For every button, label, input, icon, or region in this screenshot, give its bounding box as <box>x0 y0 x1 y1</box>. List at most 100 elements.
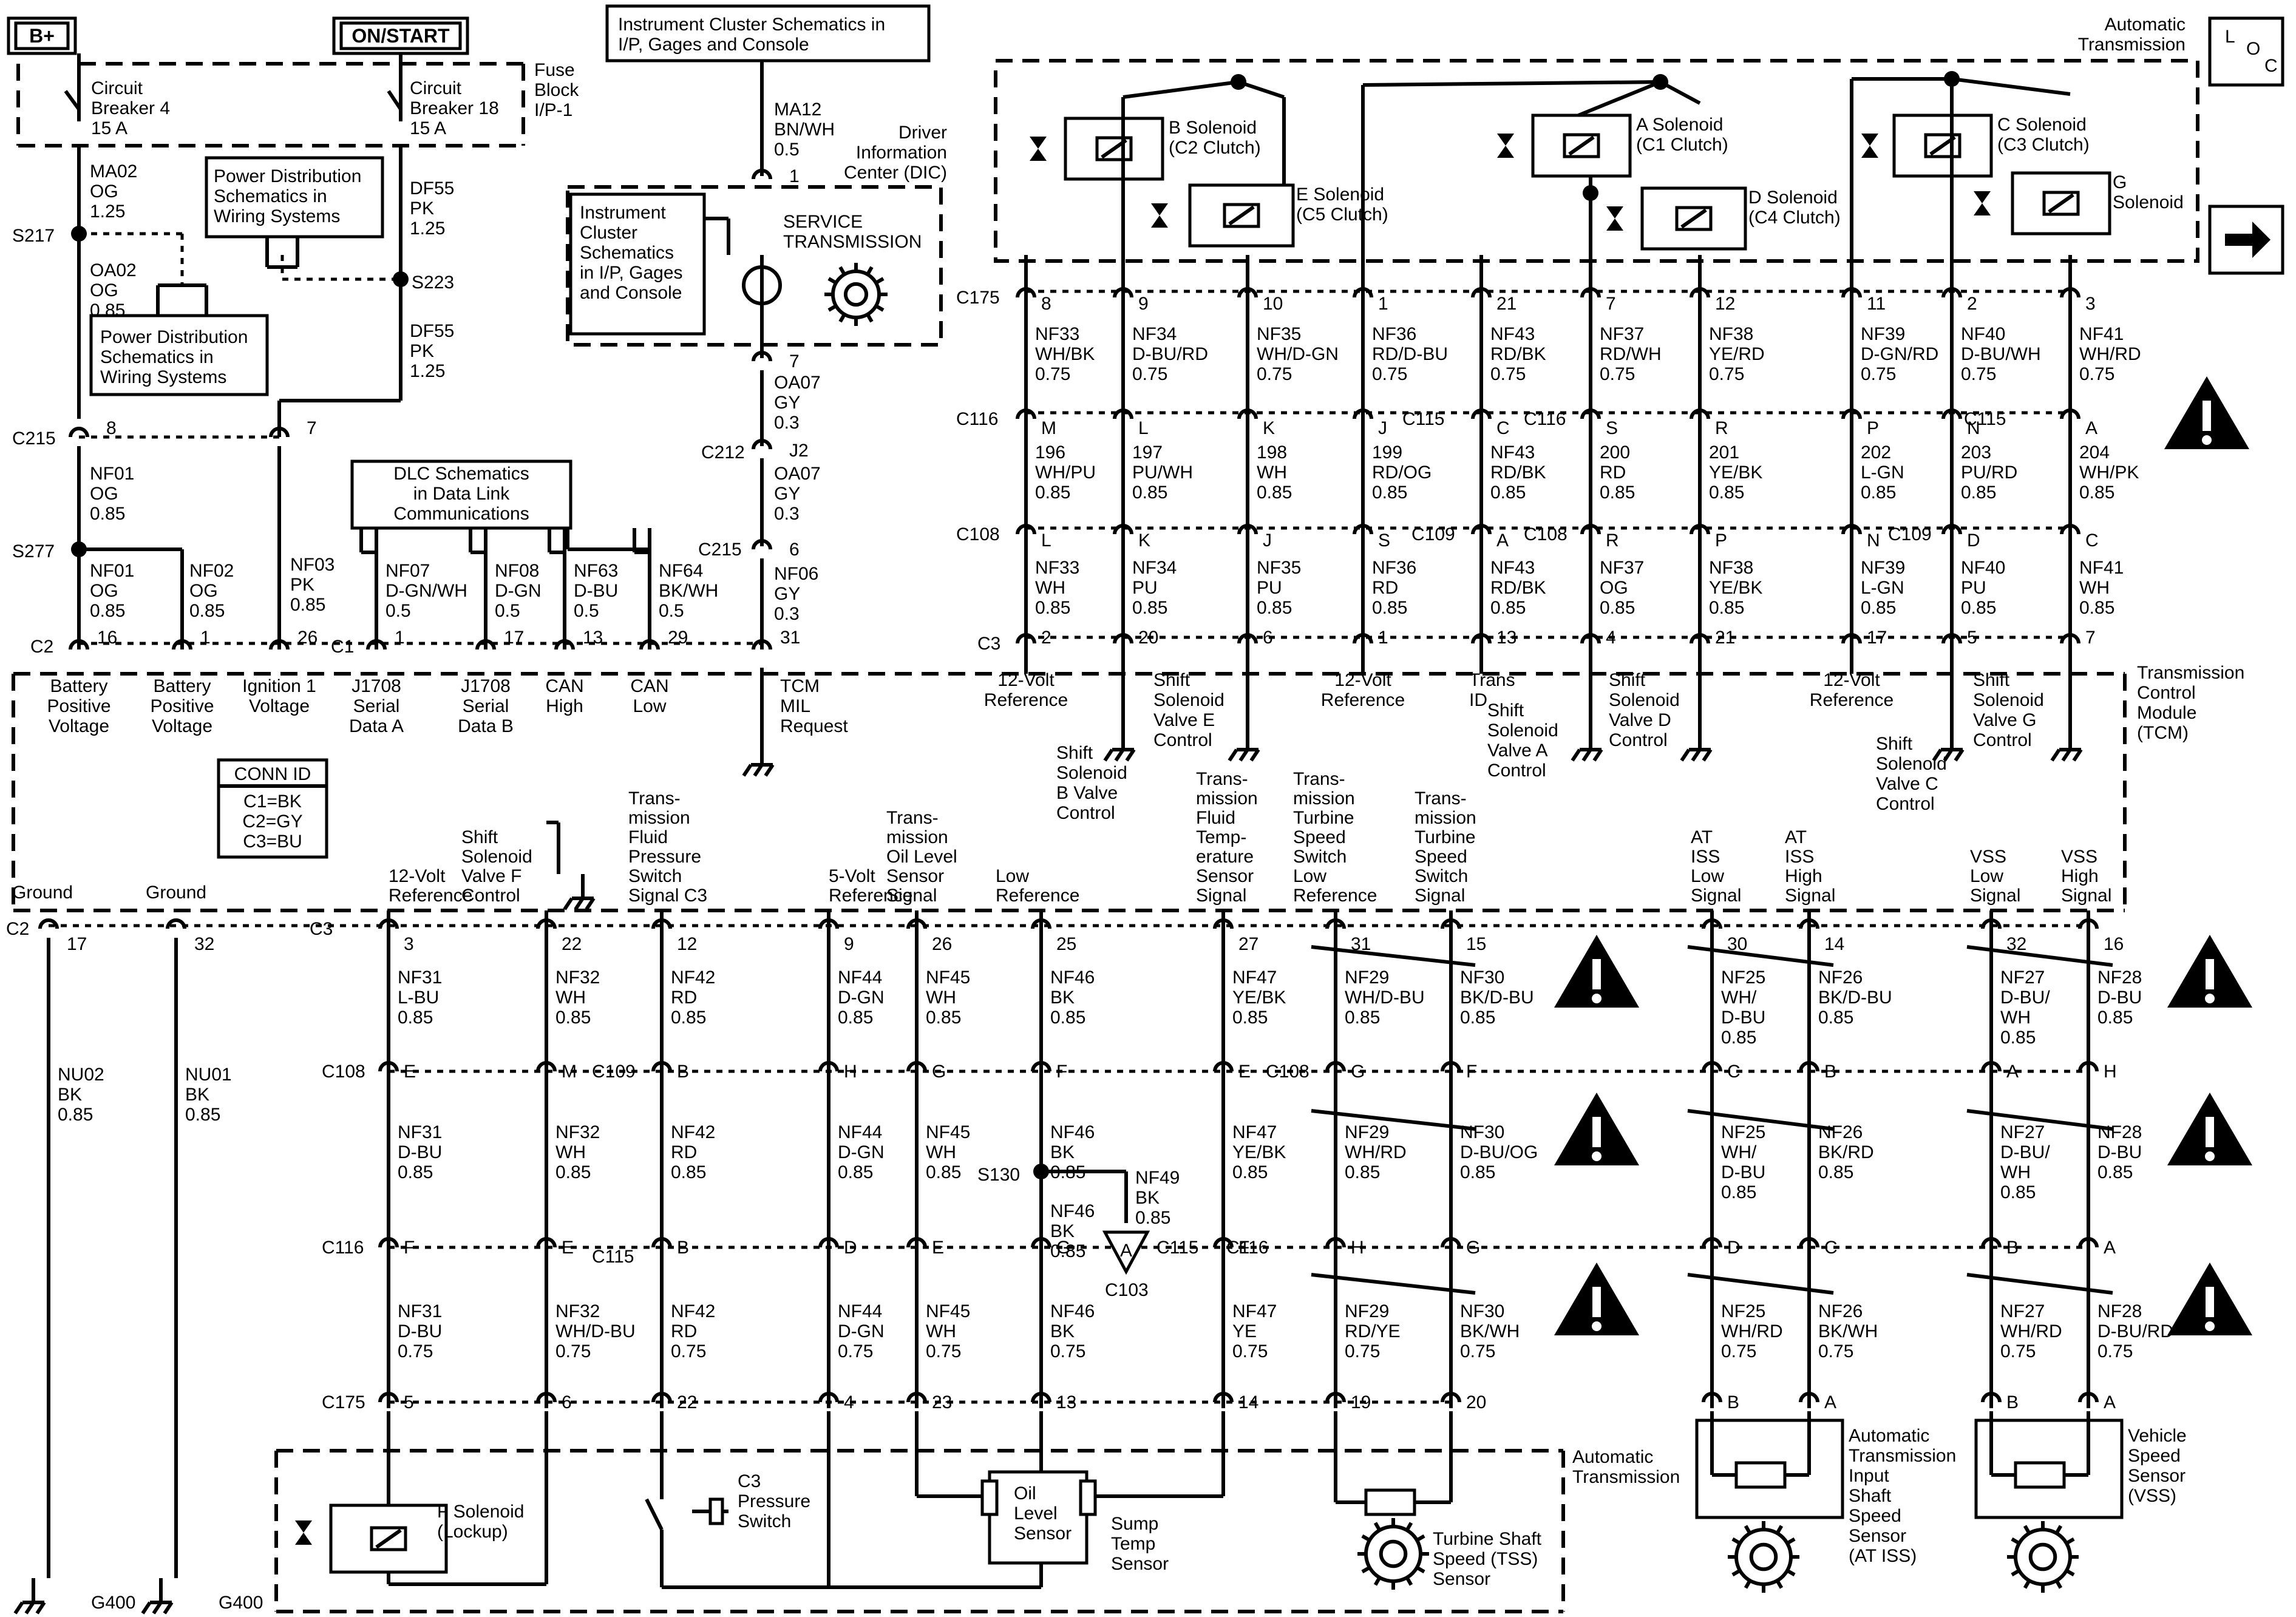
c175-label-top: C175 <box>956 288 1000 308</box>
ground-icon <box>1680 748 1691 762</box>
gear-icon <box>1775 1525 1784 1534</box>
loc-l: L <box>2225 27 2235 47</box>
pin-label: S <box>1378 531 1390 551</box>
pin-label: G <box>932 1062 946 1082</box>
ground-icon <box>152 1601 163 1615</box>
twisted-pair-icon <box>1687 1109 1834 1131</box>
valve-icon <box>1030 149 1047 161</box>
pin-label: A <box>2104 1238 2116 1258</box>
pin-label: 20 <box>1138 628 1158 648</box>
on-start-inner <box>339 21 462 50</box>
ground-icon <box>742 764 753 777</box>
pin-label: M <box>562 1062 577 1082</box>
gear-icon <box>2011 1537 2020 1545</box>
arrow-right-icon <box>2225 222 2271 258</box>
pin-label: 2 <box>1967 294 1977 314</box>
ground-icon <box>1114 748 1125 762</box>
pin-label: 6 <box>1263 628 1273 648</box>
splice <box>1583 185 1598 201</box>
pin-label: 3 <box>2085 294 2096 314</box>
caution-icon <box>2167 1263 2252 1335</box>
power-distribution-box-2 <box>89 314 269 396</box>
gear-icon <box>875 304 885 312</box>
pin-label: F <box>1466 1062 1477 1082</box>
gear-icon <box>1416 1565 1425 1574</box>
caution-icon <box>2167 1093 2252 1165</box>
twisted-pair-icon <box>1687 1273 1834 1295</box>
pin-label: 2 <box>1041 628 1051 648</box>
gear-icon <box>1379 1539 1408 1568</box>
pin-label: 5 <box>1967 628 1977 648</box>
gear-icon <box>1786 1537 1796 1545</box>
valve-icon <box>1606 219 1623 231</box>
pin-label: E <box>404 1062 416 1082</box>
gear-icon <box>2065 1537 2075 1545</box>
pin-label: 13 <box>1496 628 1517 648</box>
valve-icon <box>1497 146 1514 158</box>
b-plus-label: B+ <box>29 25 55 47</box>
pin-label: B <box>1727 1392 1739 1412</box>
solenoid-b-label: B Solenoid(C2 Clutch) <box>1169 118 1261 158</box>
ground-icon <box>163 1601 174 1615</box>
pin-label: 20 <box>1466 1392 1486 1412</box>
gear-icon <box>1405 1522 1413 1531</box>
ground-icon <box>1954 748 1965 762</box>
pin-label: E <box>932 1238 944 1258</box>
pin-label: 27 <box>1238 934 1258 954</box>
ground-label-1: Ground <box>12 883 73 903</box>
ground-icon <box>585 897 596 910</box>
pin-label: 21 <box>1496 294 1517 314</box>
c109-label-b: C109 <box>1888 524 1932 544</box>
valve-icon <box>1974 191 1991 203</box>
pin-label: C <box>1824 1238 1838 1258</box>
gear-icon <box>1373 1576 1382 1586</box>
ground-icon <box>1691 748 1702 762</box>
gear-icon <box>875 277 885 285</box>
ground-icon <box>563 897 574 910</box>
pin-label: A <box>2006 1062 2019 1082</box>
c116-label-bottom-2: C116 <box>1226 1238 1269 1258</box>
loc-c: C <box>2264 56 2278 76</box>
vss-sensor-icon <box>2014 1461 2066 1489</box>
gear-icon <box>1744 1579 1752 1589</box>
pin-label: 7 <box>1606 294 1616 314</box>
valve-icon <box>295 1520 312 1533</box>
pin-label: E <box>1238 1062 1251 1082</box>
pin-label: 13 <box>1056 1392 1076 1412</box>
